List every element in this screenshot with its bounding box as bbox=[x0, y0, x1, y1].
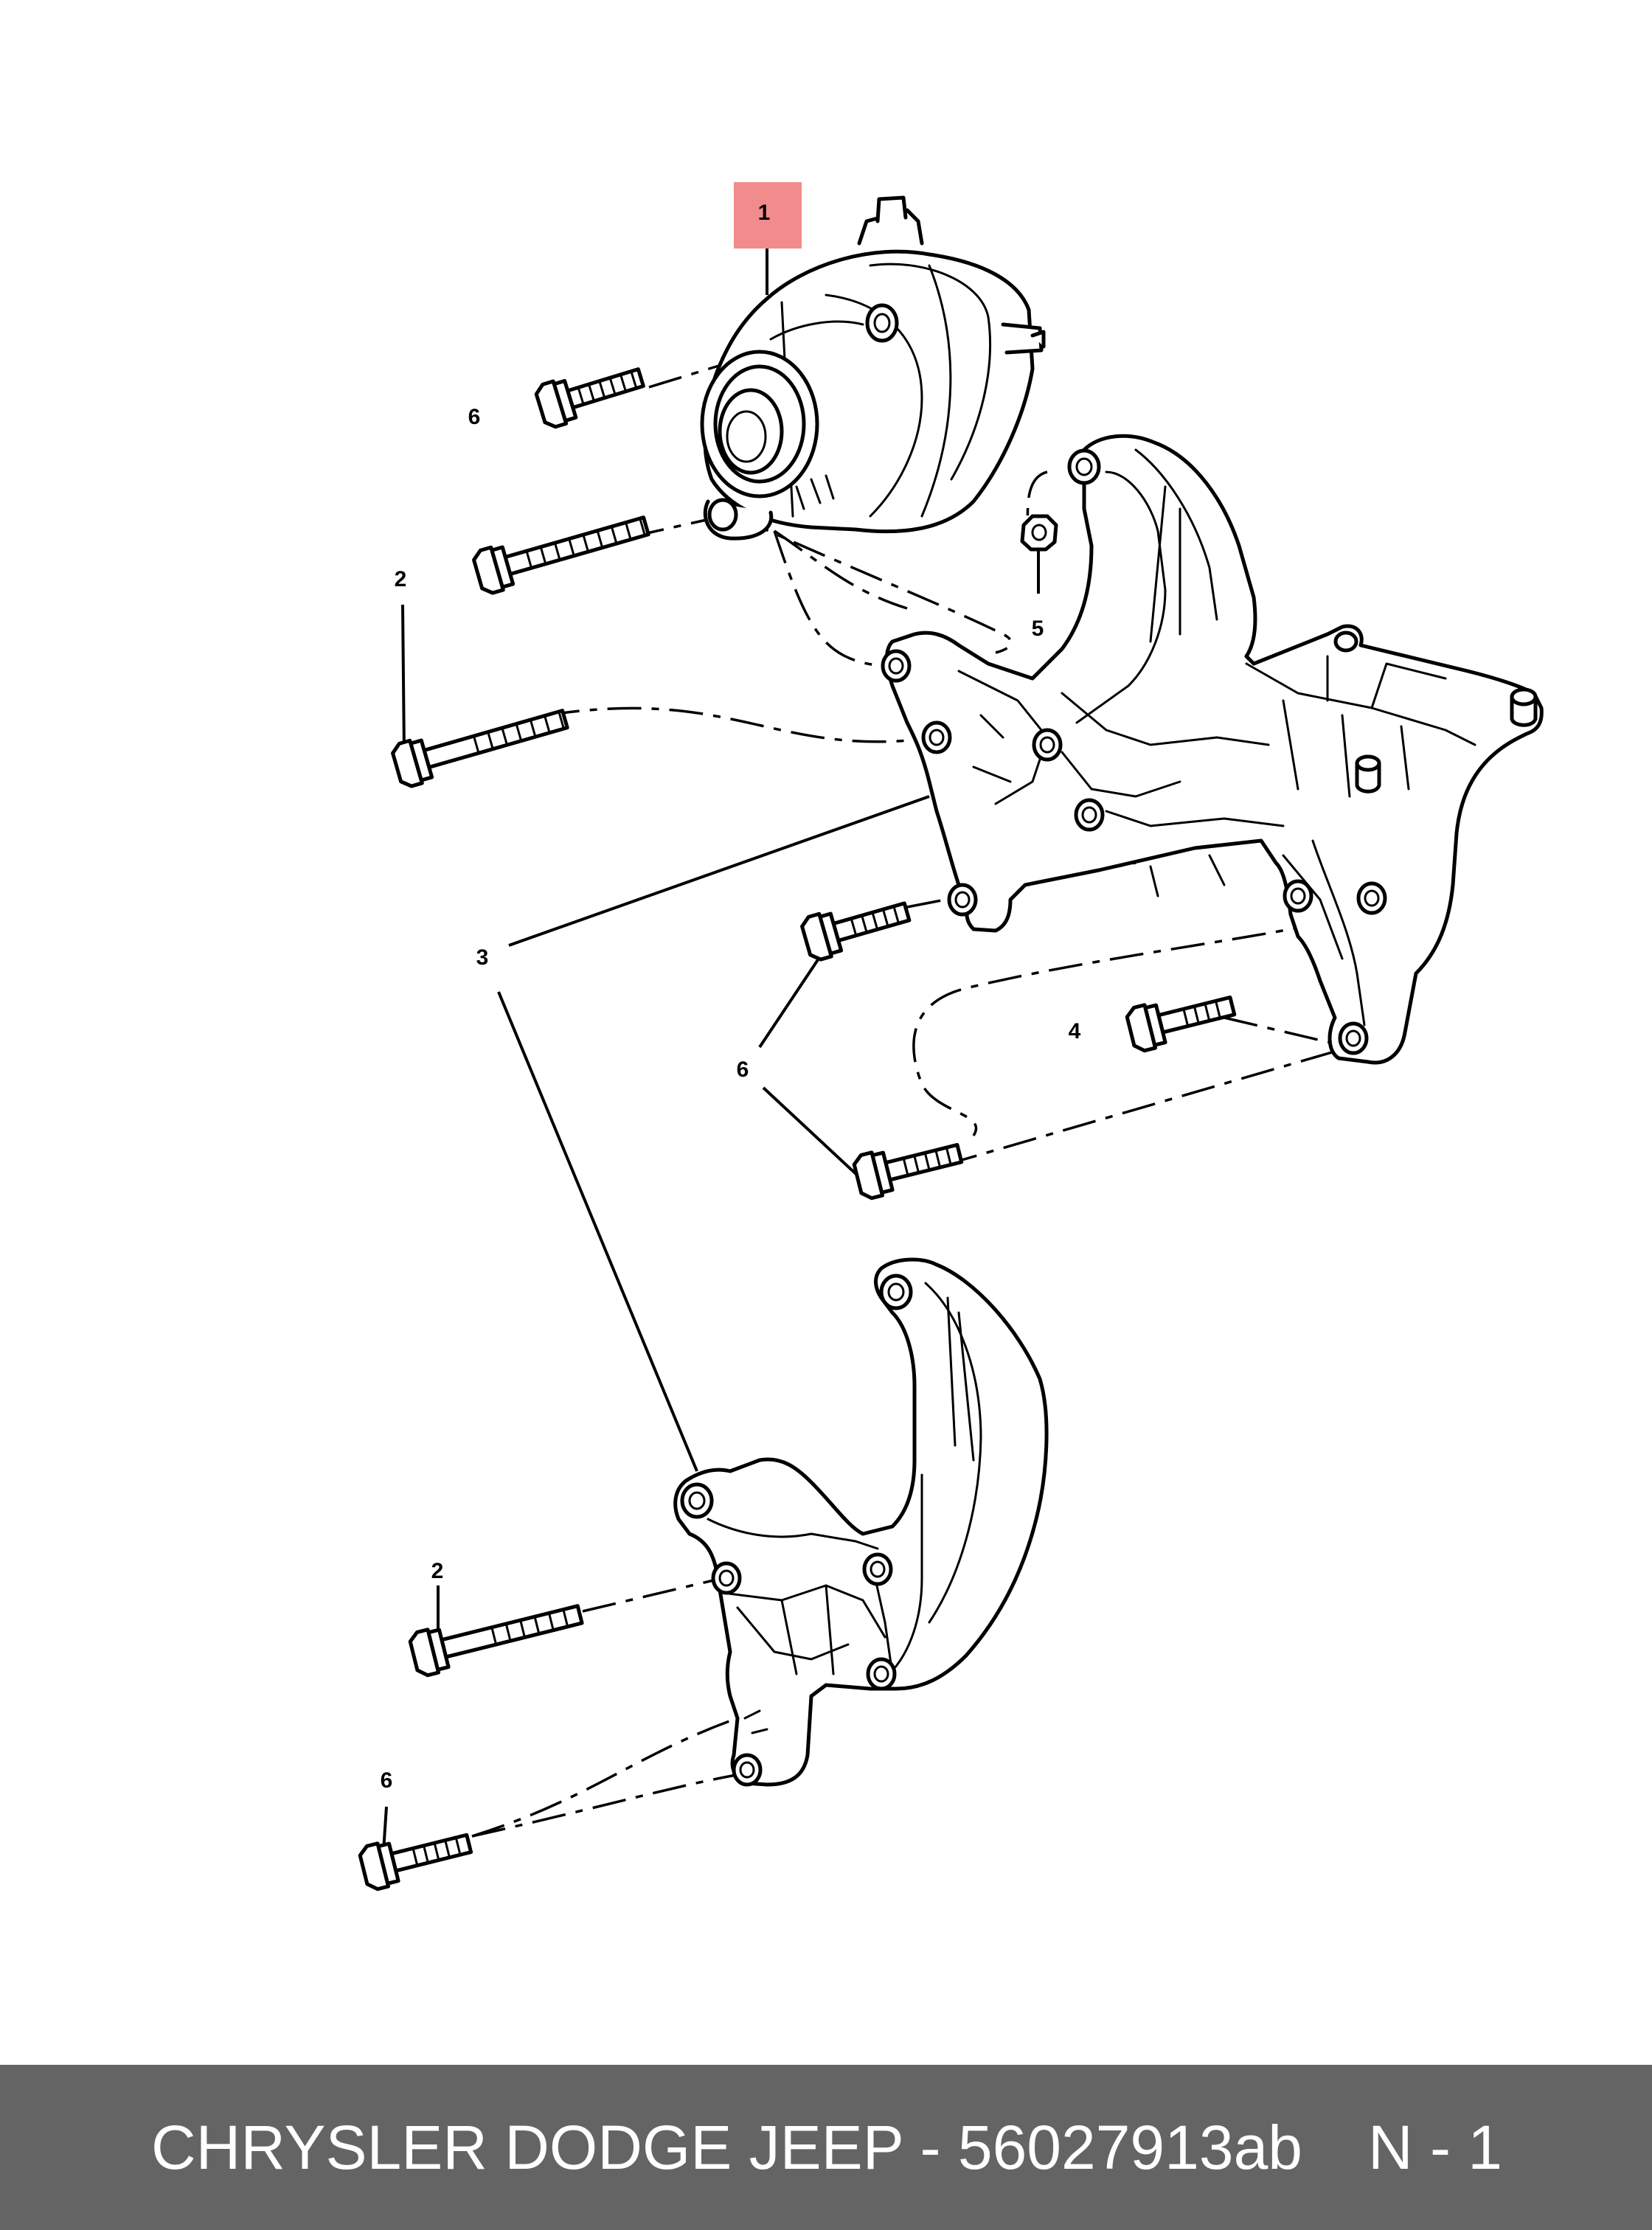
alternator bbox=[700, 195, 1046, 541]
callout-leader-lines bbox=[382, 247, 1040, 1852]
bolt-6-lower-mid bbox=[852, 1142, 964, 1201]
callout-4: 4 bbox=[1069, 1019, 1081, 1043]
callout-3: 3 bbox=[476, 945, 489, 970]
upper-mounting-bracket bbox=[881, 434, 1544, 1065]
callout-6-top: 6 bbox=[468, 405, 481, 429]
lower-rear-bracket bbox=[673, 1257, 1049, 1787]
callout-5: 5 bbox=[1032, 616, 1044, 641]
bolt-6-mid bbox=[800, 901, 912, 962]
bolt-6-bottom bbox=[358, 1833, 473, 1892]
nut bbox=[1020, 514, 1058, 552]
exploded-parts-diagram: 1 6 2 5 3 6 4 2 6 bbox=[358, 182, 1544, 1892]
callout-2-lower: 2 bbox=[431, 1559, 444, 1583]
bolt-2-bottom-long bbox=[408, 1604, 584, 1678]
callout-6-mid: 6 bbox=[737, 1057, 749, 1082]
callout-1: 1 bbox=[758, 201, 771, 225]
footer-bar: CHRYSLER DODGE JEEP - 56027913ab N - 1 bbox=[0, 2065, 1652, 2230]
bolt-4-short bbox=[1125, 995, 1237, 1053]
callout-6-bottom: 6 bbox=[381, 1768, 393, 1793]
bolt-2-upper-long bbox=[472, 515, 650, 595]
bolt-6-top bbox=[534, 367, 645, 429]
footer-reference-code: N - 1 bbox=[1368, 2113, 1503, 2182]
footer-brand-part-number: CHRYSLER DODGE JEEP - 56027913ab bbox=[151, 2113, 1303, 2182]
alternator-callout-highlight bbox=[734, 182, 802, 249]
callout-2-upper: 2 bbox=[395, 567, 407, 591]
bolt-2-lower-long bbox=[391, 709, 569, 788]
